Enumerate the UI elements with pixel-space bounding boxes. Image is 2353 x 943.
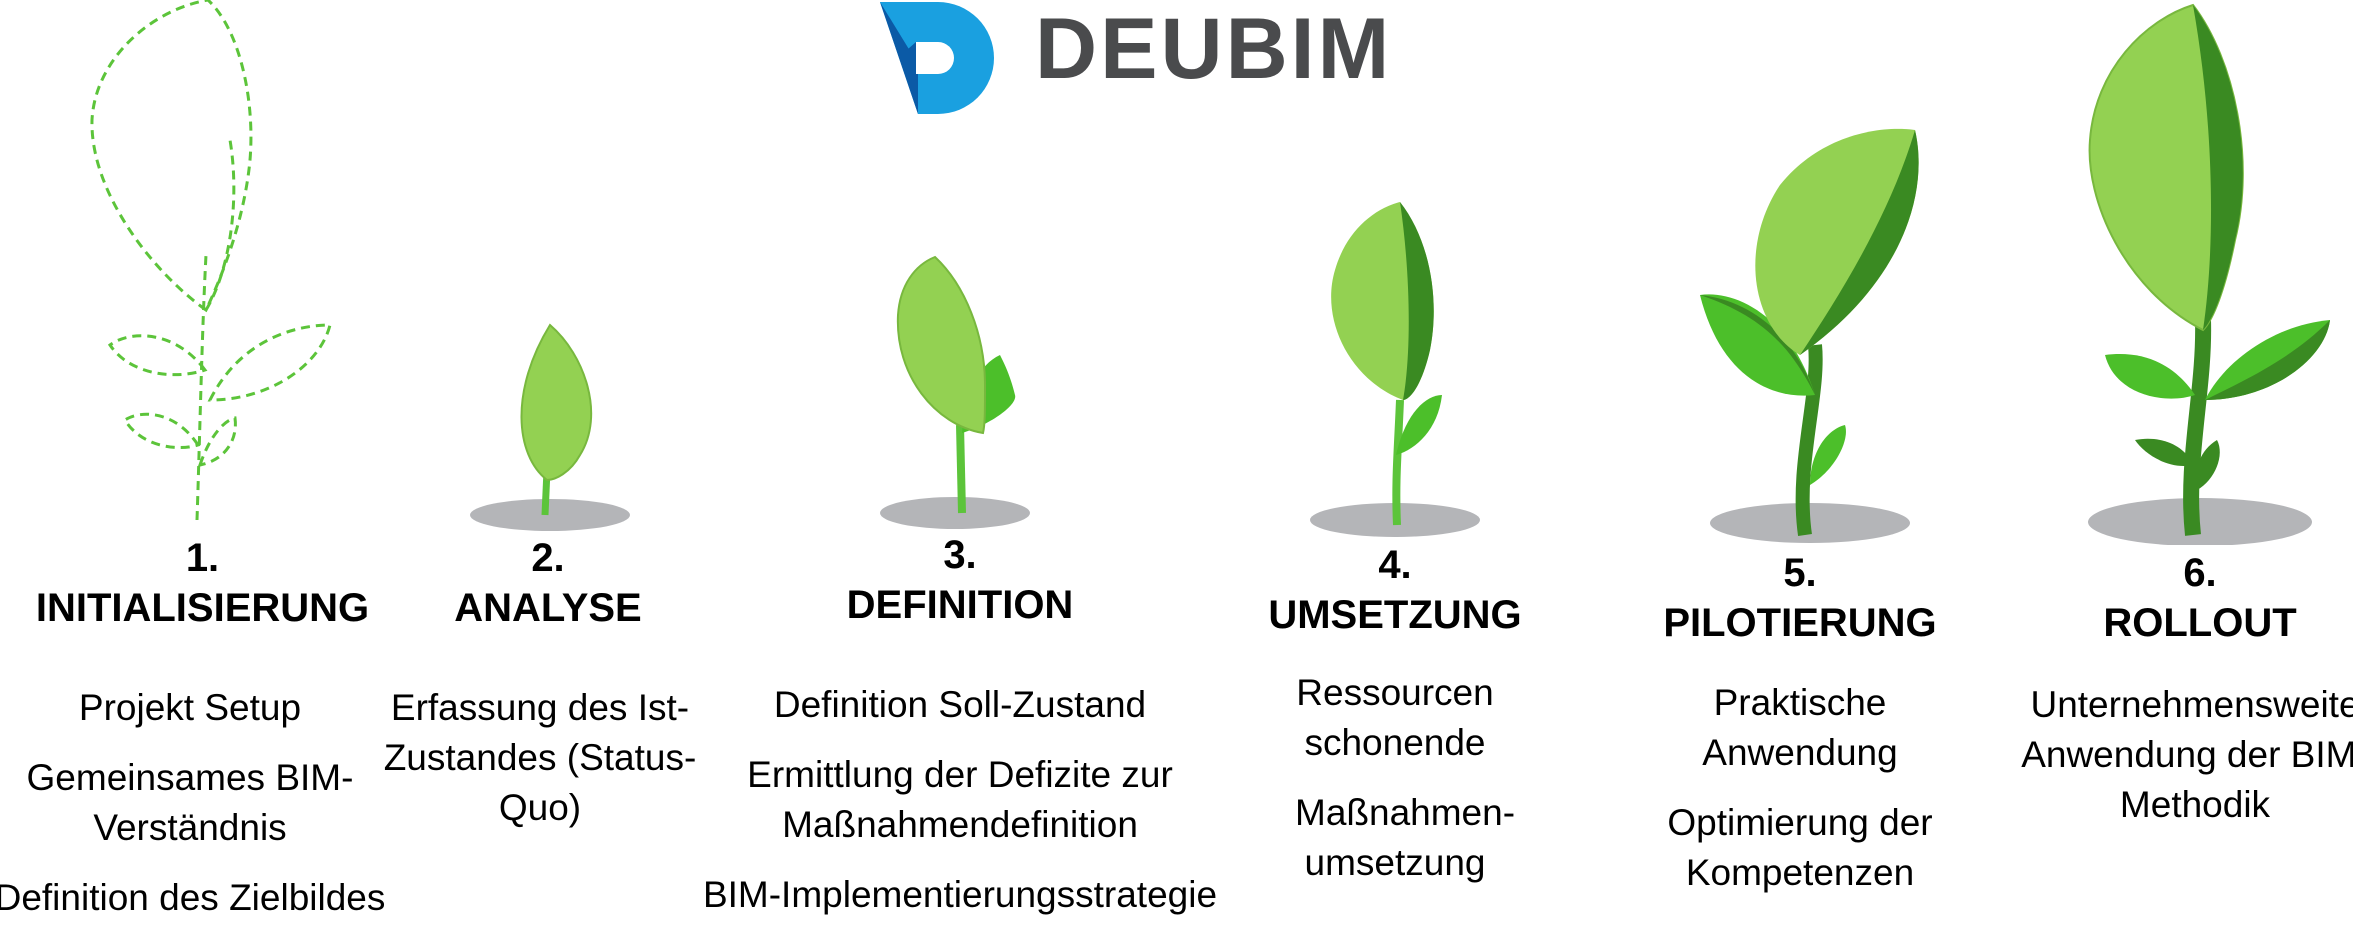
stage-4-title: 4. UMSETZUNG <box>1240 540 1550 640</box>
stage-4-description: Ressourcen schonende Maßnahmen-umsetzung <box>1245 668 1545 908</box>
stage-6-description: Unternehmensweite Anwendung der BIM-Meth… <box>1985 680 2353 850</box>
stage-3-item: Definition Soll-Zustand <box>773 684 1147 725</box>
stage-4-item: Ressourcen schonende <box>1296 672 1494 763</box>
stage-4-item: Maßnahmen-umsetzung <box>1295 792 1516 883</box>
deubim-logo-mark <box>880 2 994 114</box>
stage-5-description: Praktische Anwendung Optimierung der Kom… <box>1640 678 1960 918</box>
stage-4-number: 4. <box>1378 543 1412 587</box>
stage-1-number: 1. <box>185 536 220 580</box>
stage-2-number: 2. <box>531 536 565 580</box>
plant-stage-2 <box>470 323 630 531</box>
stage-5-item: Praktische Anwendung <box>1702 682 1898 773</box>
stage-3-item: BIM-Implementierungsstrategie <box>702 874 1218 915</box>
stage-1-description: Projekt Setup Gemeinsames BIM-Verständni… <box>0 683 400 943</box>
stage-1-item: Gemeinsames BIM-Verständnis <box>26 757 354 848</box>
stage-1-title: 1. INITIALISIERUNG <box>25 533 380 633</box>
stage-6-item: Unternehmensweite Anwendung der BIM-Meth… <box>2021 684 2353 825</box>
stage-3-description: Definition Soll-Zustand Ermittlung der D… <box>665 680 1255 940</box>
stage-5-title: 5. PILOTIERUNG <box>1640 548 1960 648</box>
stage-3-title: 3. DEFINITION <box>780 530 1140 630</box>
stage-2-description: Erfassung des Ist-Zustandes (Status-Quo) <box>370 683 710 853</box>
plant-stage-4 <box>1310 202 1480 537</box>
stage-5-name: PILOTIERUNG <box>1663 601 1937 645</box>
stage-1-item: Projekt Setup <box>78 687 302 728</box>
stage-6-name: ROLLOUT <box>2103 601 2297 645</box>
plant-stage-3 <box>880 255 1030 529</box>
plant-stage-6 <box>2088 3 2330 545</box>
stage-3-name: DEFINITION <box>846 583 1074 627</box>
stage-2-title: 2. ANALYSE <box>423 533 673 633</box>
stage-6-number: 6. <box>2183 551 2217 595</box>
stage-6-title: 6. ROLLOUT <box>2075 548 2325 648</box>
stage-1-item: Definition des Zielbildes <box>0 877 386 918</box>
stage-3-number: 3. <box>943 533 977 577</box>
stage-5-number: 5. <box>1783 551 1817 595</box>
stage-5-item: Optimierung der Kompetenzen <box>1667 802 1933 893</box>
brand-name: DEUBIM <box>1035 1 1393 97</box>
deubim-logo <box>880 2 994 114</box>
stage-3-item: Ermittlung der Defizite zur Maßnahmendef… <box>747 754 1173 845</box>
stage-4-name: UMSETZUNG <box>1268 593 1522 637</box>
plant-stage-1-outline <box>90 0 332 521</box>
stage-1-name: INITIALISIERUNG <box>35 586 370 630</box>
plant-stage-5 <box>1700 128 1919 543</box>
stage-2-name: ANALYSE <box>454 586 642 630</box>
stage-2-item: Erfassung des Ist-Zustandes (Status-Quo) <box>383 687 697 828</box>
